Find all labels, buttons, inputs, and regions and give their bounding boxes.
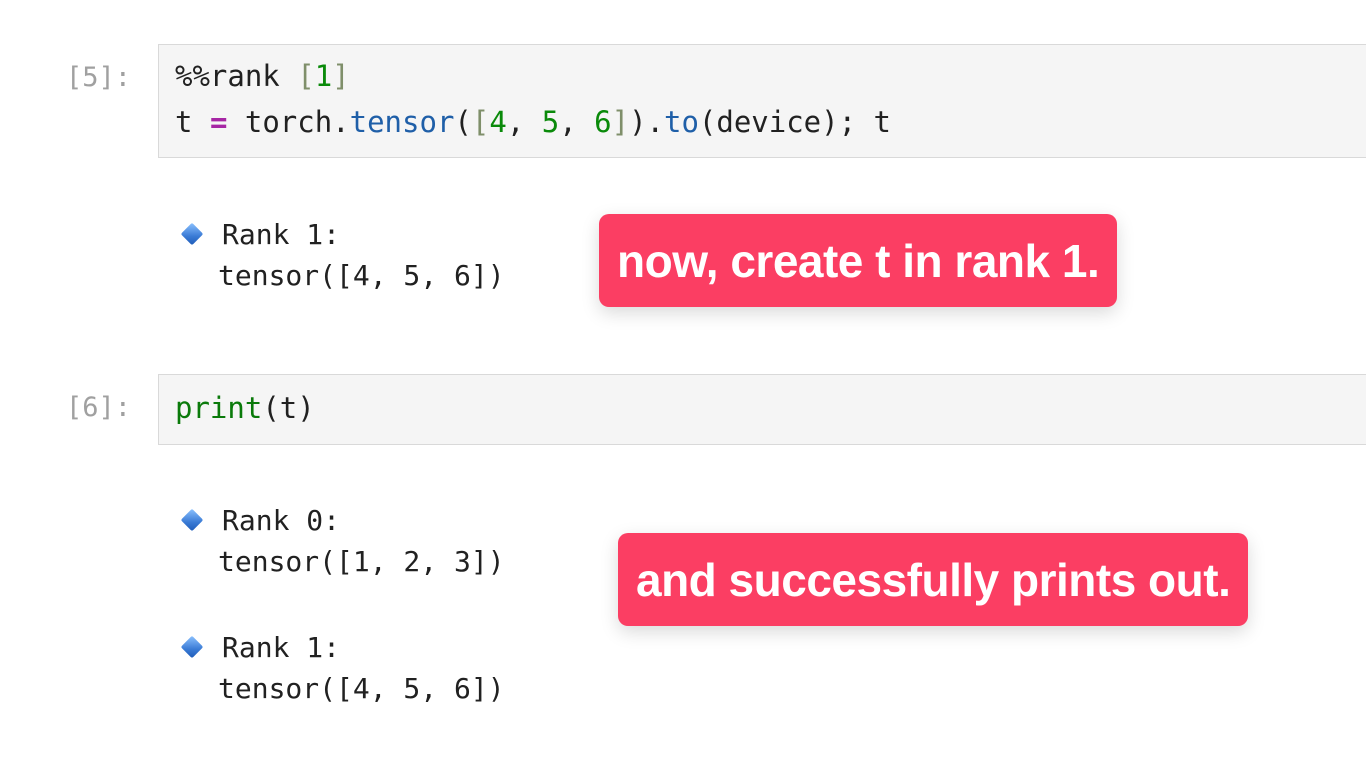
cell-prompt-6: [6]:	[66, 392, 132, 423]
output-header: Rank 1:	[180, 627, 505, 667]
blue-diamond-icon	[180, 635, 204, 659]
output-header: Rank 0:	[180, 500, 505, 540]
output-value: tensor([4, 5, 6])	[218, 259, 505, 292]
code-cell-5[interactable]: %%rank [1] t = torch.tensor([4, 5, 6]).t…	[158, 44, 1366, 158]
code-line-print: print(t)	[175, 391, 315, 425]
cell-output-6-rank1: Rank 1: tensor([4, 5, 6])	[180, 627, 505, 711]
cell-output-5: Rank 1: tensor([4, 5, 6])	[180, 214, 505, 298]
cell-prompt-5: [5]:	[66, 62, 132, 93]
code-cell-6[interactable]: print(t)	[158, 374, 1366, 445]
blue-diamond-icon	[180, 508, 204, 532]
annotation-callout-2: and successfully prints out.	[618, 533, 1249, 626]
blue-diamond-icon	[180, 222, 204, 246]
code-line-tensor: t = torch.tensor([4, 5, 6]).to(device); …	[175, 105, 891, 139]
annotation-callout-1: now, create t in rank 1.	[599, 214, 1118, 307]
cell-output-6-rank0: Rank 0: tensor([1, 2, 3])	[180, 500, 505, 584]
code-line-magic: %%rank [1]	[175, 59, 350, 93]
output-header: Rank 1:	[180, 214, 505, 254]
output-value: tensor([4, 5, 6])	[218, 672, 505, 705]
output-value: tensor([1, 2, 3])	[218, 545, 505, 578]
